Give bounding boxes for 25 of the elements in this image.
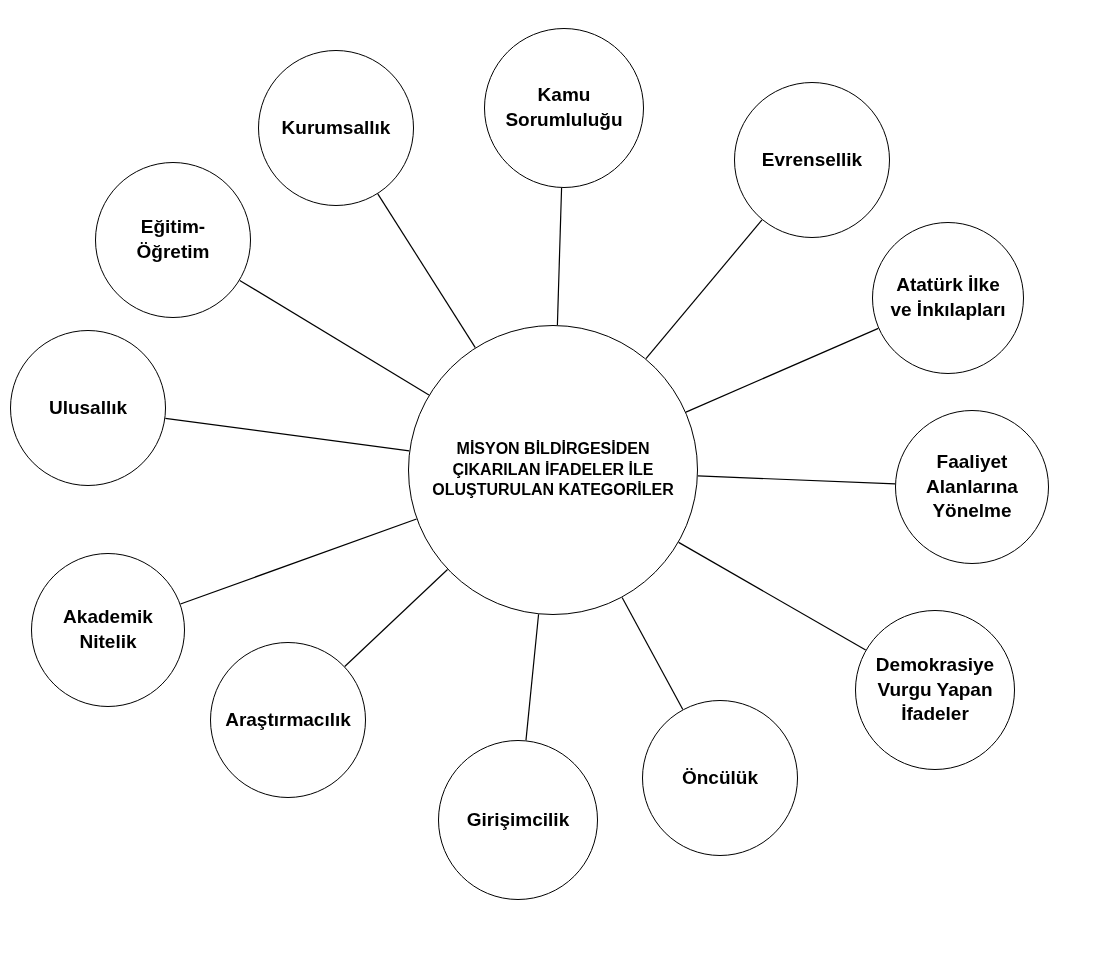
category-name: Ulusallık bbox=[47, 395, 129, 420]
category-name: Evrensellik bbox=[760, 147, 864, 172]
connector-line bbox=[621, 596, 684, 711]
category-name: Girişimcilik bbox=[465, 807, 571, 832]
category-name: Kurumsallık bbox=[280, 115, 392, 140]
category-name: Faaliyet Alanlarına Yönelme bbox=[925, 449, 1019, 524]
category-name: Demokrasiye Vurgu Yapan İfadeler bbox=[874, 652, 996, 727]
category-name: Akademik Nitelik bbox=[62, 605, 154, 654]
category-name: Kamu Sorumluluğu bbox=[504, 83, 624, 132]
connector-line bbox=[179, 518, 418, 605]
central-title: MİSYON BİLDİRGESİDEN ÇIKARILAN İFADELER İLE OLUŞTURULAN KATEGORİLER bbox=[431, 438, 675, 501]
connector-line bbox=[685, 327, 879, 413]
connector-line bbox=[239, 279, 430, 396]
connector-line bbox=[377, 193, 476, 349]
connector-line bbox=[556, 187, 563, 326]
category-name: Öncülük bbox=[681, 765, 759, 790]
connector-line bbox=[645, 219, 763, 360]
connector-line bbox=[344, 568, 449, 668]
category-name: Atatürk İlke ve İnkılapları bbox=[889, 273, 1007, 322]
category-name: Eğitim-Öğretim bbox=[135, 215, 211, 264]
connector-line bbox=[678, 541, 867, 651]
category-name: Araştırmacılık bbox=[224, 707, 352, 732]
connector-line bbox=[525, 613, 540, 741]
connector-line bbox=[164, 417, 410, 452]
connector-line bbox=[697, 475, 896, 485]
